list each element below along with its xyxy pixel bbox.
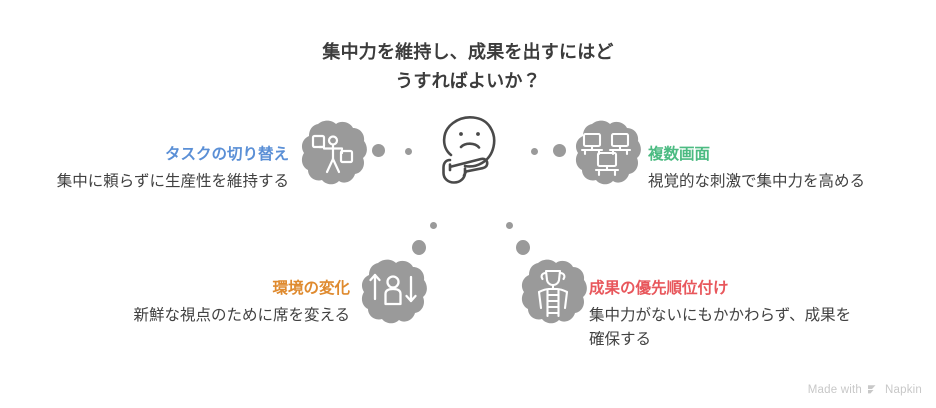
connector-dot xyxy=(516,240,530,255)
connector-dot xyxy=(531,148,538,155)
node-description: 視覚的な刺激で集中力を高める xyxy=(648,173,866,191)
multiple-monitors-icon xyxy=(570,117,644,191)
person-juggling-tasks-icon xyxy=(296,117,370,191)
connector-dot xyxy=(506,222,513,229)
connector-dot xyxy=(405,148,412,155)
watermark-brand: Napkin xyxy=(885,383,922,396)
trophy-ladder-icon xyxy=(516,256,590,330)
title-line-1: 集中力を維持し、成果を出すにはど xyxy=(322,42,614,62)
connector-dot xyxy=(372,144,385,157)
node-description: 新鮮な視点のために席を変える xyxy=(133,307,350,325)
connector-dot xyxy=(430,222,437,229)
node-heading: 環境の変化 xyxy=(272,280,350,297)
napkin-watermark: Made with Napkin xyxy=(808,383,922,396)
connector-dot xyxy=(553,144,566,157)
node-description: 集中に頼らずに生産性を維持する xyxy=(56,173,289,191)
title-line-2: うすればよいか？ xyxy=(395,70,541,91)
node-label-multiple-screens: 複数画面 視覚的な刺激で集中力を高める xyxy=(648,143,928,194)
node-label-prioritize-results: 成果の優先順位付け 集中力がないにもかかわらず、成果を確保する xyxy=(589,277,859,352)
napkin-logo-icon xyxy=(867,383,880,396)
thinking-face-icon xyxy=(428,106,514,192)
page-title: 集中力を維持し、成果を出すにはど うすればよいか？ xyxy=(268,38,668,96)
node-heading: 複数画面 xyxy=(648,146,711,163)
node-heading: タスクの切り替え xyxy=(164,146,289,163)
node-label-environment-change: 環境の変化 新鮮な視点のために席を変える xyxy=(60,277,350,328)
node-heading: 成果の優先順位付け xyxy=(589,280,729,297)
watermark-prefix: Made with xyxy=(807,383,862,396)
person-up-down-arrows-icon xyxy=(356,256,430,330)
node-label-task-switching: タスクの切り替え 集中に頼らずに生産性を維持する xyxy=(14,143,289,194)
connector-dot xyxy=(412,240,426,255)
node-description: 集中力がないにもかかわらず、成果を確保する xyxy=(589,307,852,349)
